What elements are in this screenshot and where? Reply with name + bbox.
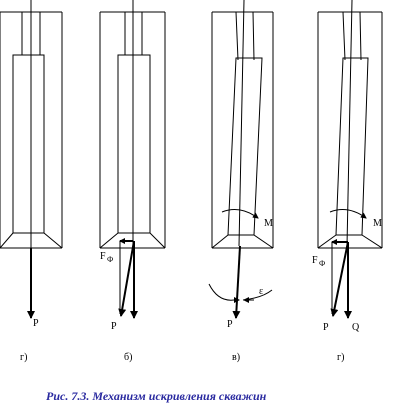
label-q-d: Q xyxy=(352,322,360,333)
label-p-d: P xyxy=(323,322,329,333)
label-f-b: F xyxy=(100,251,106,262)
label-m-c: M xyxy=(264,218,273,229)
panel-letter-d: г) xyxy=(337,352,344,363)
label-f-d-sub: Ф xyxy=(319,259,325,268)
label-f-d: F xyxy=(312,255,318,266)
label-eps-c: ε xyxy=(259,286,263,297)
panel-a: P xyxy=(0,0,63,329)
label-p-a: P xyxy=(33,318,39,329)
panel-letter-a: г) xyxy=(20,352,27,363)
label-p-b: P xyxy=(111,321,117,332)
label-m-d: M xyxy=(373,218,382,229)
label-p-c: P xyxy=(227,319,233,330)
panel-letter-b: б) xyxy=(124,352,132,363)
panel-letter-c: в) xyxy=(232,352,240,363)
panel-d: M F Ф P Q xyxy=(312,0,383,333)
panel-b: F Ф P xyxy=(99,0,166,332)
label-f-b-sub: Ф xyxy=(107,255,113,264)
panel-c: M ε P xyxy=(208,0,274,330)
figure-caption: Рис. 7.3. Механизм искривления скважин xyxy=(46,389,267,403)
